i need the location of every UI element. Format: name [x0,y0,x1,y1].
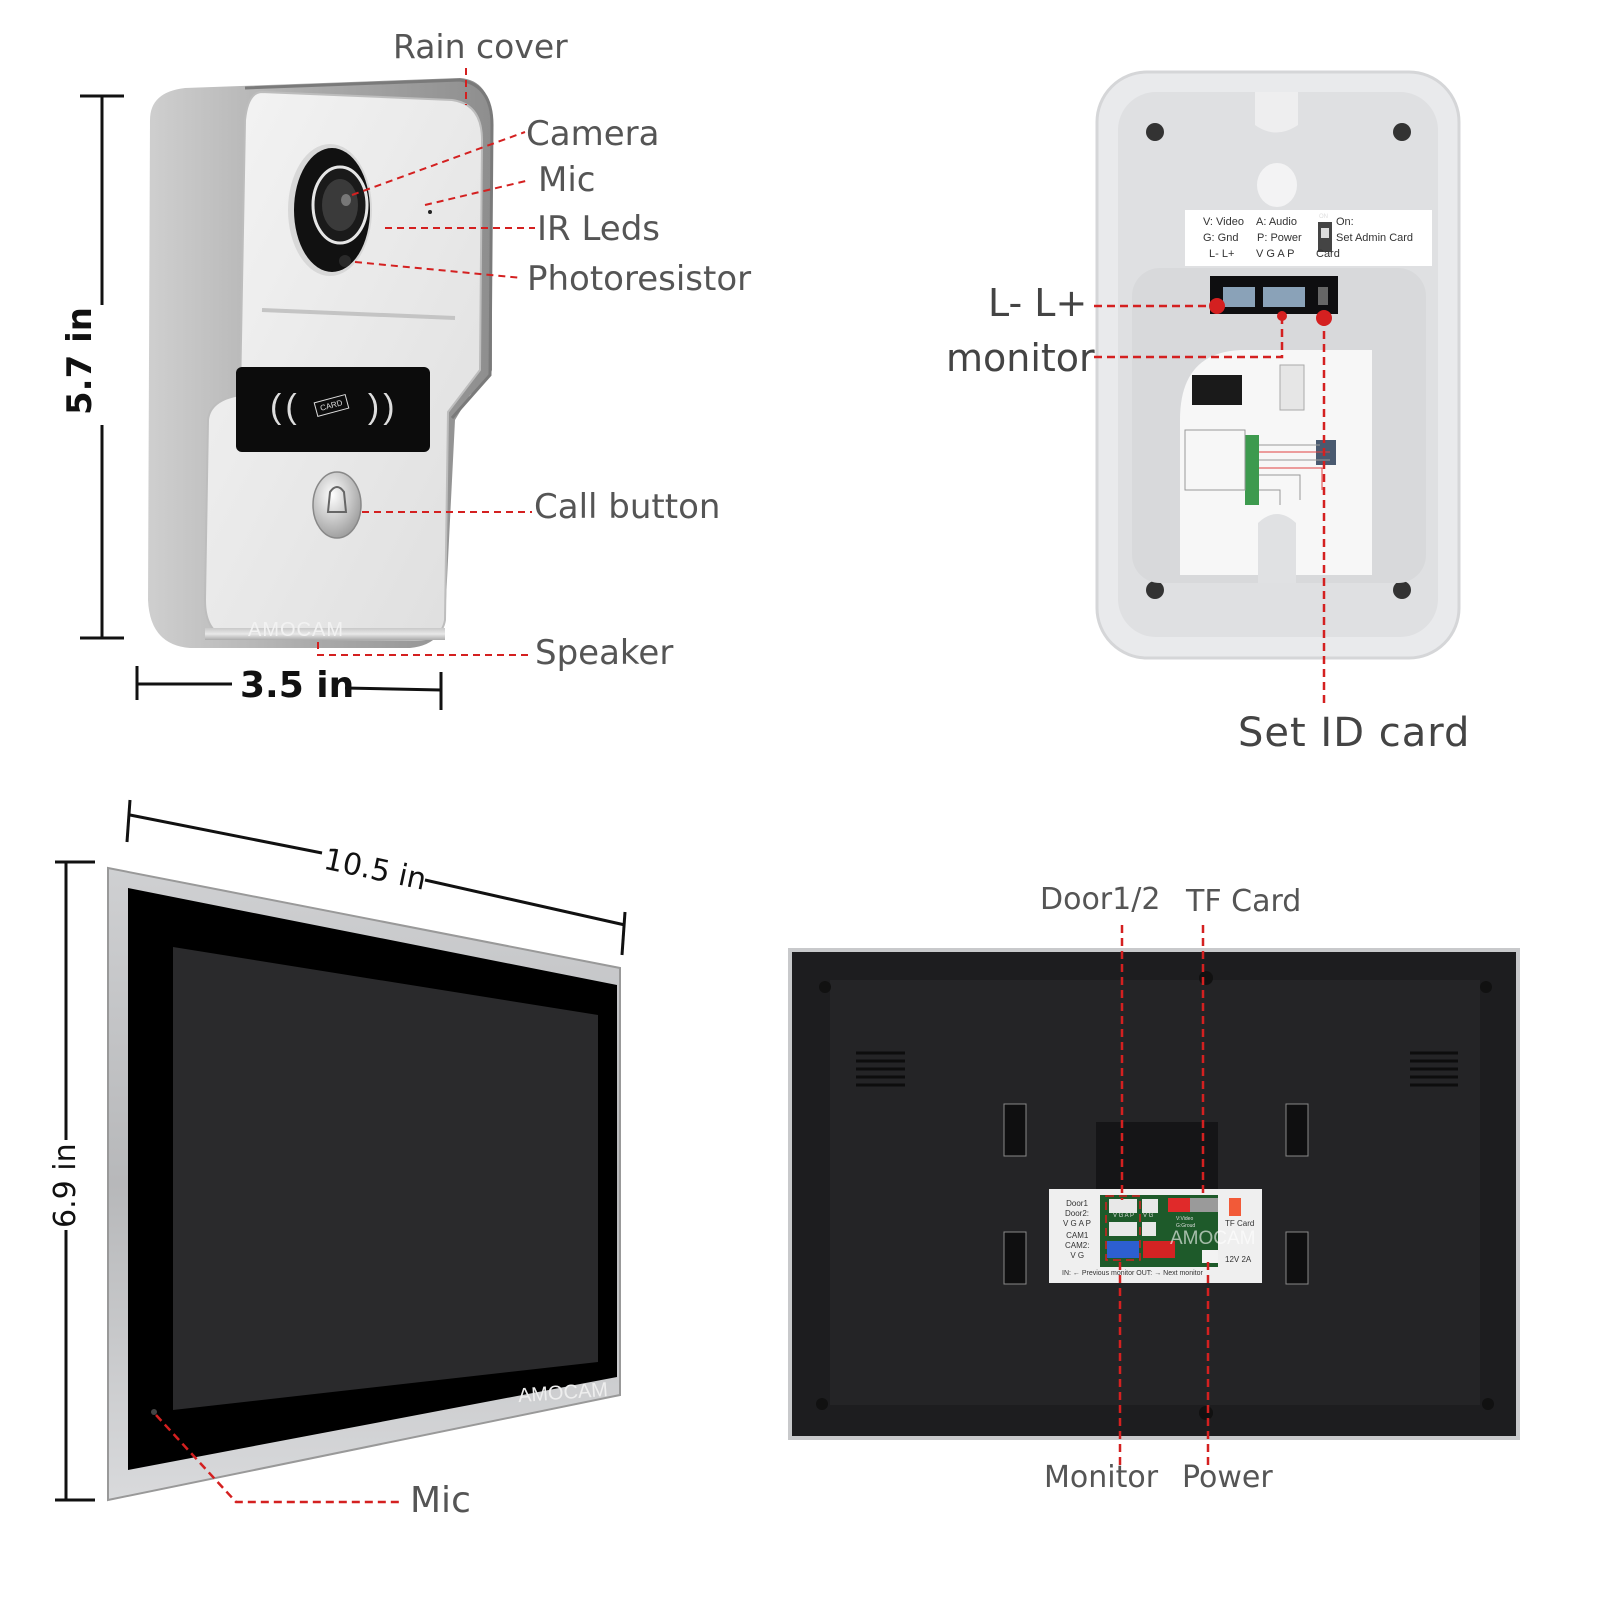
doorbell-mic-label: Mic [538,160,596,200]
monitor-port-label: monitor [946,336,1095,380]
legend-gnd: G: Gnd [1203,232,1239,244]
monitor-callout-label: Monitor [1044,1460,1159,1495]
dip-switch-label: ON [1319,214,1328,220]
call-button-label: Call button [534,487,721,527]
rfid-waves-icon: (( )) [270,388,399,426]
rain-cover-label: Rain cover [393,27,568,66]
pcb-vgap-text: V G A P [1113,1213,1135,1219]
legend-set-admin-card: Set Admin Card [1336,232,1414,244]
power-callout-label: Power [1182,1460,1273,1495]
speaker-label: Speaker [535,633,674,673]
legend-vgap: V G A P [1256,248,1295,260]
legend-power: P: Power [1257,232,1302,244]
door2-text: Door2: [1065,1209,1090,1218]
pcb-legend-text: V:Video G:Groud [1176,1216,1195,1230]
legend-card: Card [1316,248,1340,260]
cam2-text: CAM2: [1065,1241,1090,1250]
pcb-legend-ground: G:Groud [1176,1223,1196,1229]
legend-lock-terminals: L- L+ [1209,248,1235,260]
door-callout-label: Door1/2 [1040,882,1161,917]
monitor-screen [173,947,598,1410]
door1-text: Door1 [1066,1199,1088,1208]
set-id-card-label: Set ID card [1238,710,1471,756]
pcb-legend-video: V:Video [1176,1216,1194,1222]
monitor-mic-label: Mic [410,1480,471,1521]
legend-on: On: [1336,216,1354,228]
cam-ports-text: CAM1 CAM2: V G [1065,1231,1089,1261]
ir-leds-label: IR Leds [537,209,661,249]
camera-label: Camera [526,114,660,154]
monitor-back-brand-watermark: AMOCAM [1170,1228,1256,1249]
legend-audio: A: Audio [1256,216,1297,228]
tf-card-slot-text: TF Card [1225,1219,1255,1228]
door-ports-text: Door1 Door2: V G A P [1063,1199,1091,1229]
lock-terminals-label: L- L+ [988,281,1088,325]
tf-card-callout-label: TF Card [1186,884,1302,919]
power-spec-text: 12V 2A [1225,1255,1252,1264]
monitor-chain-footer: IN: ← Previous monitor OUT: → Next monit… [1062,1270,1203,1277]
pcb-vg-text: V G [1143,1213,1154,1219]
cam1-text: CAM1 [1066,1231,1089,1240]
legend-video: V: Video [1203,216,1244,228]
cam-vg-text: V G [1070,1251,1085,1260]
doorbell-width-dimension: 3.5 in [240,665,355,706]
door-vgap-text: V G A P [1063,1219,1092,1228]
photoresistor-label: Photoresistor [527,259,752,299]
doorbell-brand-watermark: AMOCAM [248,619,344,641]
